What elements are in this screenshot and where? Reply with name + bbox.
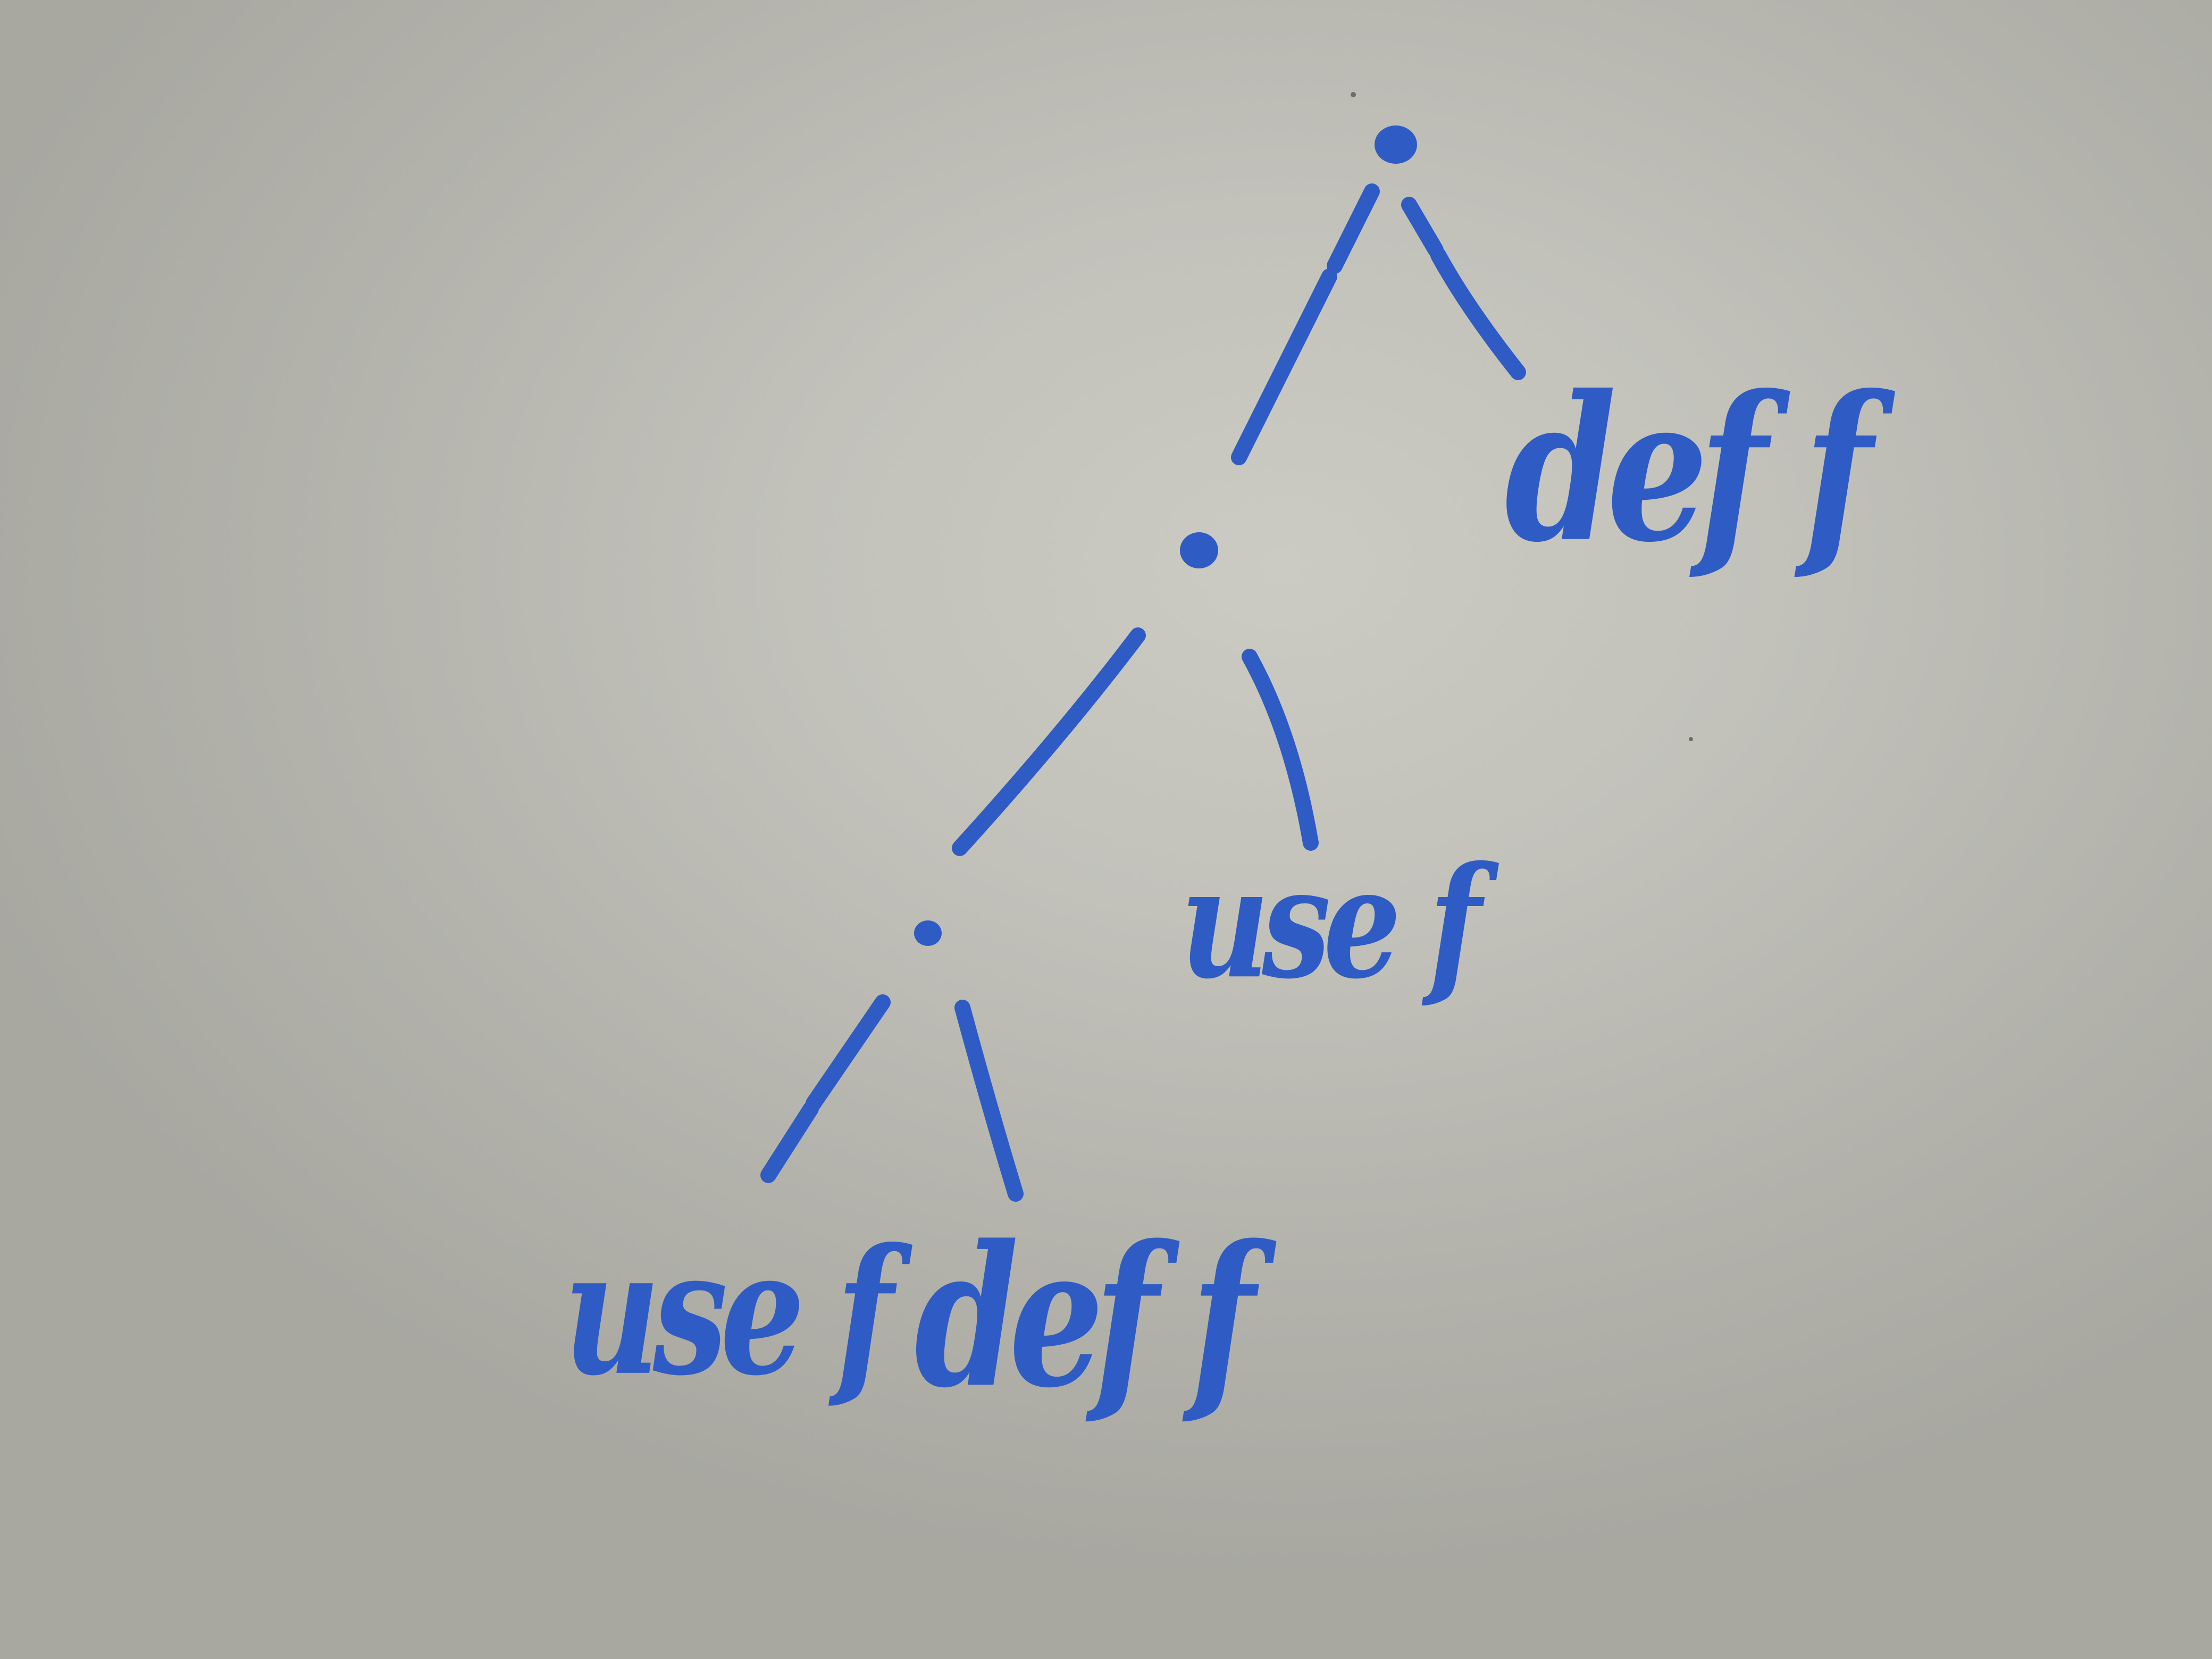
edge-root-right-lower	[1430, 247, 1526, 380]
root-node-dot	[1375, 125, 1417, 164]
edge-third-left-lower	[760, 1101, 819, 1183]
board-speck	[1689, 737, 1693, 741]
third-node-dot	[914, 920, 942, 946]
edge-second-left	[952, 627, 1146, 856]
leaf-label-use-f-middle: use f	[1180, 833, 1481, 1013]
edge-third-left-upper	[806, 994, 891, 1111]
edge-root-right-upper	[1401, 197, 1444, 258]
leaf-label-def-f-top: def f	[1505, 351, 1872, 586]
edge-second-right	[1242, 649, 1319, 851]
second-node-dot	[1180, 532, 1218, 568]
leaf-label-def-f-bottom: def f	[915, 1203, 1255, 1431]
edge-root-left-lower	[1231, 269, 1337, 465]
edge-root-left-upper	[1327, 183, 1380, 274]
edge-third-right	[954, 1000, 1024, 1202]
board-speck	[1351, 92, 1356, 97]
leaf-label-use-f-bottom: use f	[564, 1210, 893, 1414]
